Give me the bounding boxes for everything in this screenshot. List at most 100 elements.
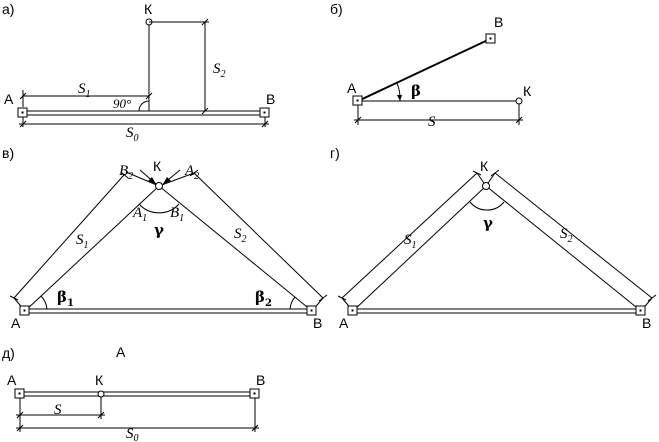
arrow-a2-head (163, 177, 171, 184)
label-s0: S0 (126, 426, 139, 442)
label-angle-90: 90° (113, 96, 131, 111)
gamma-arc (138, 203, 180, 214)
label-point-a: А (4, 91, 14, 107)
station-b-dot (639, 309, 642, 312)
s2-tick-top (490, 169, 500, 177)
beta2-arc (289, 296, 296, 310)
label-s1: S1 (404, 232, 417, 251)
label-point-k: К (480, 158, 489, 174)
side-kb (485, 185, 642, 312)
s2-tick-top (189, 169, 199, 177)
s-tick-left (16, 411, 24, 419)
label-beta2: β2 (255, 288, 272, 309)
label-point-k: К (144, 1, 153, 17)
panel-v-tag: в) (2, 145, 14, 161)
s1-tick-right (145, 92, 153, 100)
label-point-b: В (494, 14, 503, 30)
station-b-dot (263, 111, 266, 114)
s0-tick-left (19, 120, 27, 128)
s2-dim-line (193, 172, 324, 299)
s2-tick-bottom (318, 294, 328, 302)
label-point-a: А (347, 80, 357, 96)
label-point-b: В (266, 91, 275, 107)
panel-b: б) А В К β S (330, 1, 532, 130)
label-s: S (54, 402, 62, 418)
station-b-dot (310, 309, 313, 312)
label-beta1: β1 (57, 288, 74, 309)
label-point-k: К (153, 158, 162, 174)
label-point-b: В (256, 372, 265, 388)
s0-tick-right (261, 120, 269, 128)
s1-tick-top (472, 170, 482, 176)
label-a1: A1 (132, 205, 147, 224)
label-gamma: γ (154, 221, 164, 239)
label-point-a: А (7, 372, 17, 388)
label-s1: S1 (78, 81, 91, 100)
s2-tick-bottom (647, 294, 657, 302)
label-point-a: А (11, 315, 21, 331)
label-point-k: К (523, 83, 532, 99)
panel-d-caption: А (116, 344, 126, 360)
label-beta: β (411, 82, 421, 100)
gamma-arc (469, 201, 505, 211)
label-s1: S1 (76, 232, 89, 251)
s-tick-right (515, 116, 523, 124)
label-point-b: В (313, 315, 322, 331)
panel-g: г) S1 S2 А В К γ (330, 145, 657, 331)
arrow-b2-head (148, 177, 156, 184)
panel-v: в) S1 S2 А В К B2 A2 (2, 145, 328, 331)
label-b2: B2 (119, 163, 133, 182)
side-kb (158, 185, 313, 312)
s2-dim-line (494, 172, 653, 299)
s1-ext-top (125, 171, 160, 187)
label-point-a: А (339, 315, 349, 331)
station-a-dot (23, 309, 26, 312)
s-tick-left (354, 116, 362, 124)
label-s: S (428, 114, 436, 130)
label-gamma: γ (483, 214, 493, 232)
panel-d: д) А А К В S S0 (2, 344, 265, 442)
point-k-marker (482, 182, 490, 190)
s2-tick-bottom (201, 107, 209, 115)
beta1-arc (40, 295, 48, 310)
side-ak (24, 185, 160, 312)
station-b-dot (489, 37, 492, 40)
s1-tick-bottom (9, 295, 19, 301)
station-a-dot (21, 111, 24, 114)
beta-arrow-head (397, 95, 402, 101)
label-s2: S2 (234, 226, 247, 245)
label-s0: S0 (126, 125, 139, 144)
s2-tick-top (201, 18, 209, 26)
panel-a: а) А В К 90° S2 S1 S0 (2, 1, 275, 144)
s-tick-right (97, 411, 105, 419)
s2-ext-top (158, 172, 195, 187)
s1-tick-top (120, 171, 129, 179)
s1-tick-bottom (337, 295, 347, 301)
point-k-marker (515, 97, 523, 105)
station-a-dot (18, 392, 21, 395)
label-point-b: В (642, 315, 651, 331)
panel-g-tag: г) (330, 145, 340, 161)
s1-tick-left (19, 92, 27, 100)
s0-tick-right (251, 424, 259, 432)
panel-a-tag: а) (2, 1, 14, 17)
s1-dim-line (13, 174, 125, 299)
s1-dim-line (341, 172, 478, 299)
point-k-marker (155, 182, 163, 190)
label-a2: A2 (184, 163, 199, 182)
point-k-marker (97, 390, 105, 398)
panel-d-tag: д) (2, 345, 15, 361)
station-a-dot (351, 309, 354, 312)
s0-tick-left (16, 424, 24, 432)
panel-b-tag: б) (330, 1, 343, 17)
right-angle-arc (138, 100, 150, 112)
label-s2: S2 (213, 61, 226, 80)
station-a-dot (356, 99, 359, 102)
line-ab-sloped (357, 38, 491, 102)
label-point-k: К (95, 372, 104, 388)
side-ak (352, 185, 487, 312)
station-b-dot (253, 392, 256, 395)
label-b1: B1 (170, 205, 184, 224)
